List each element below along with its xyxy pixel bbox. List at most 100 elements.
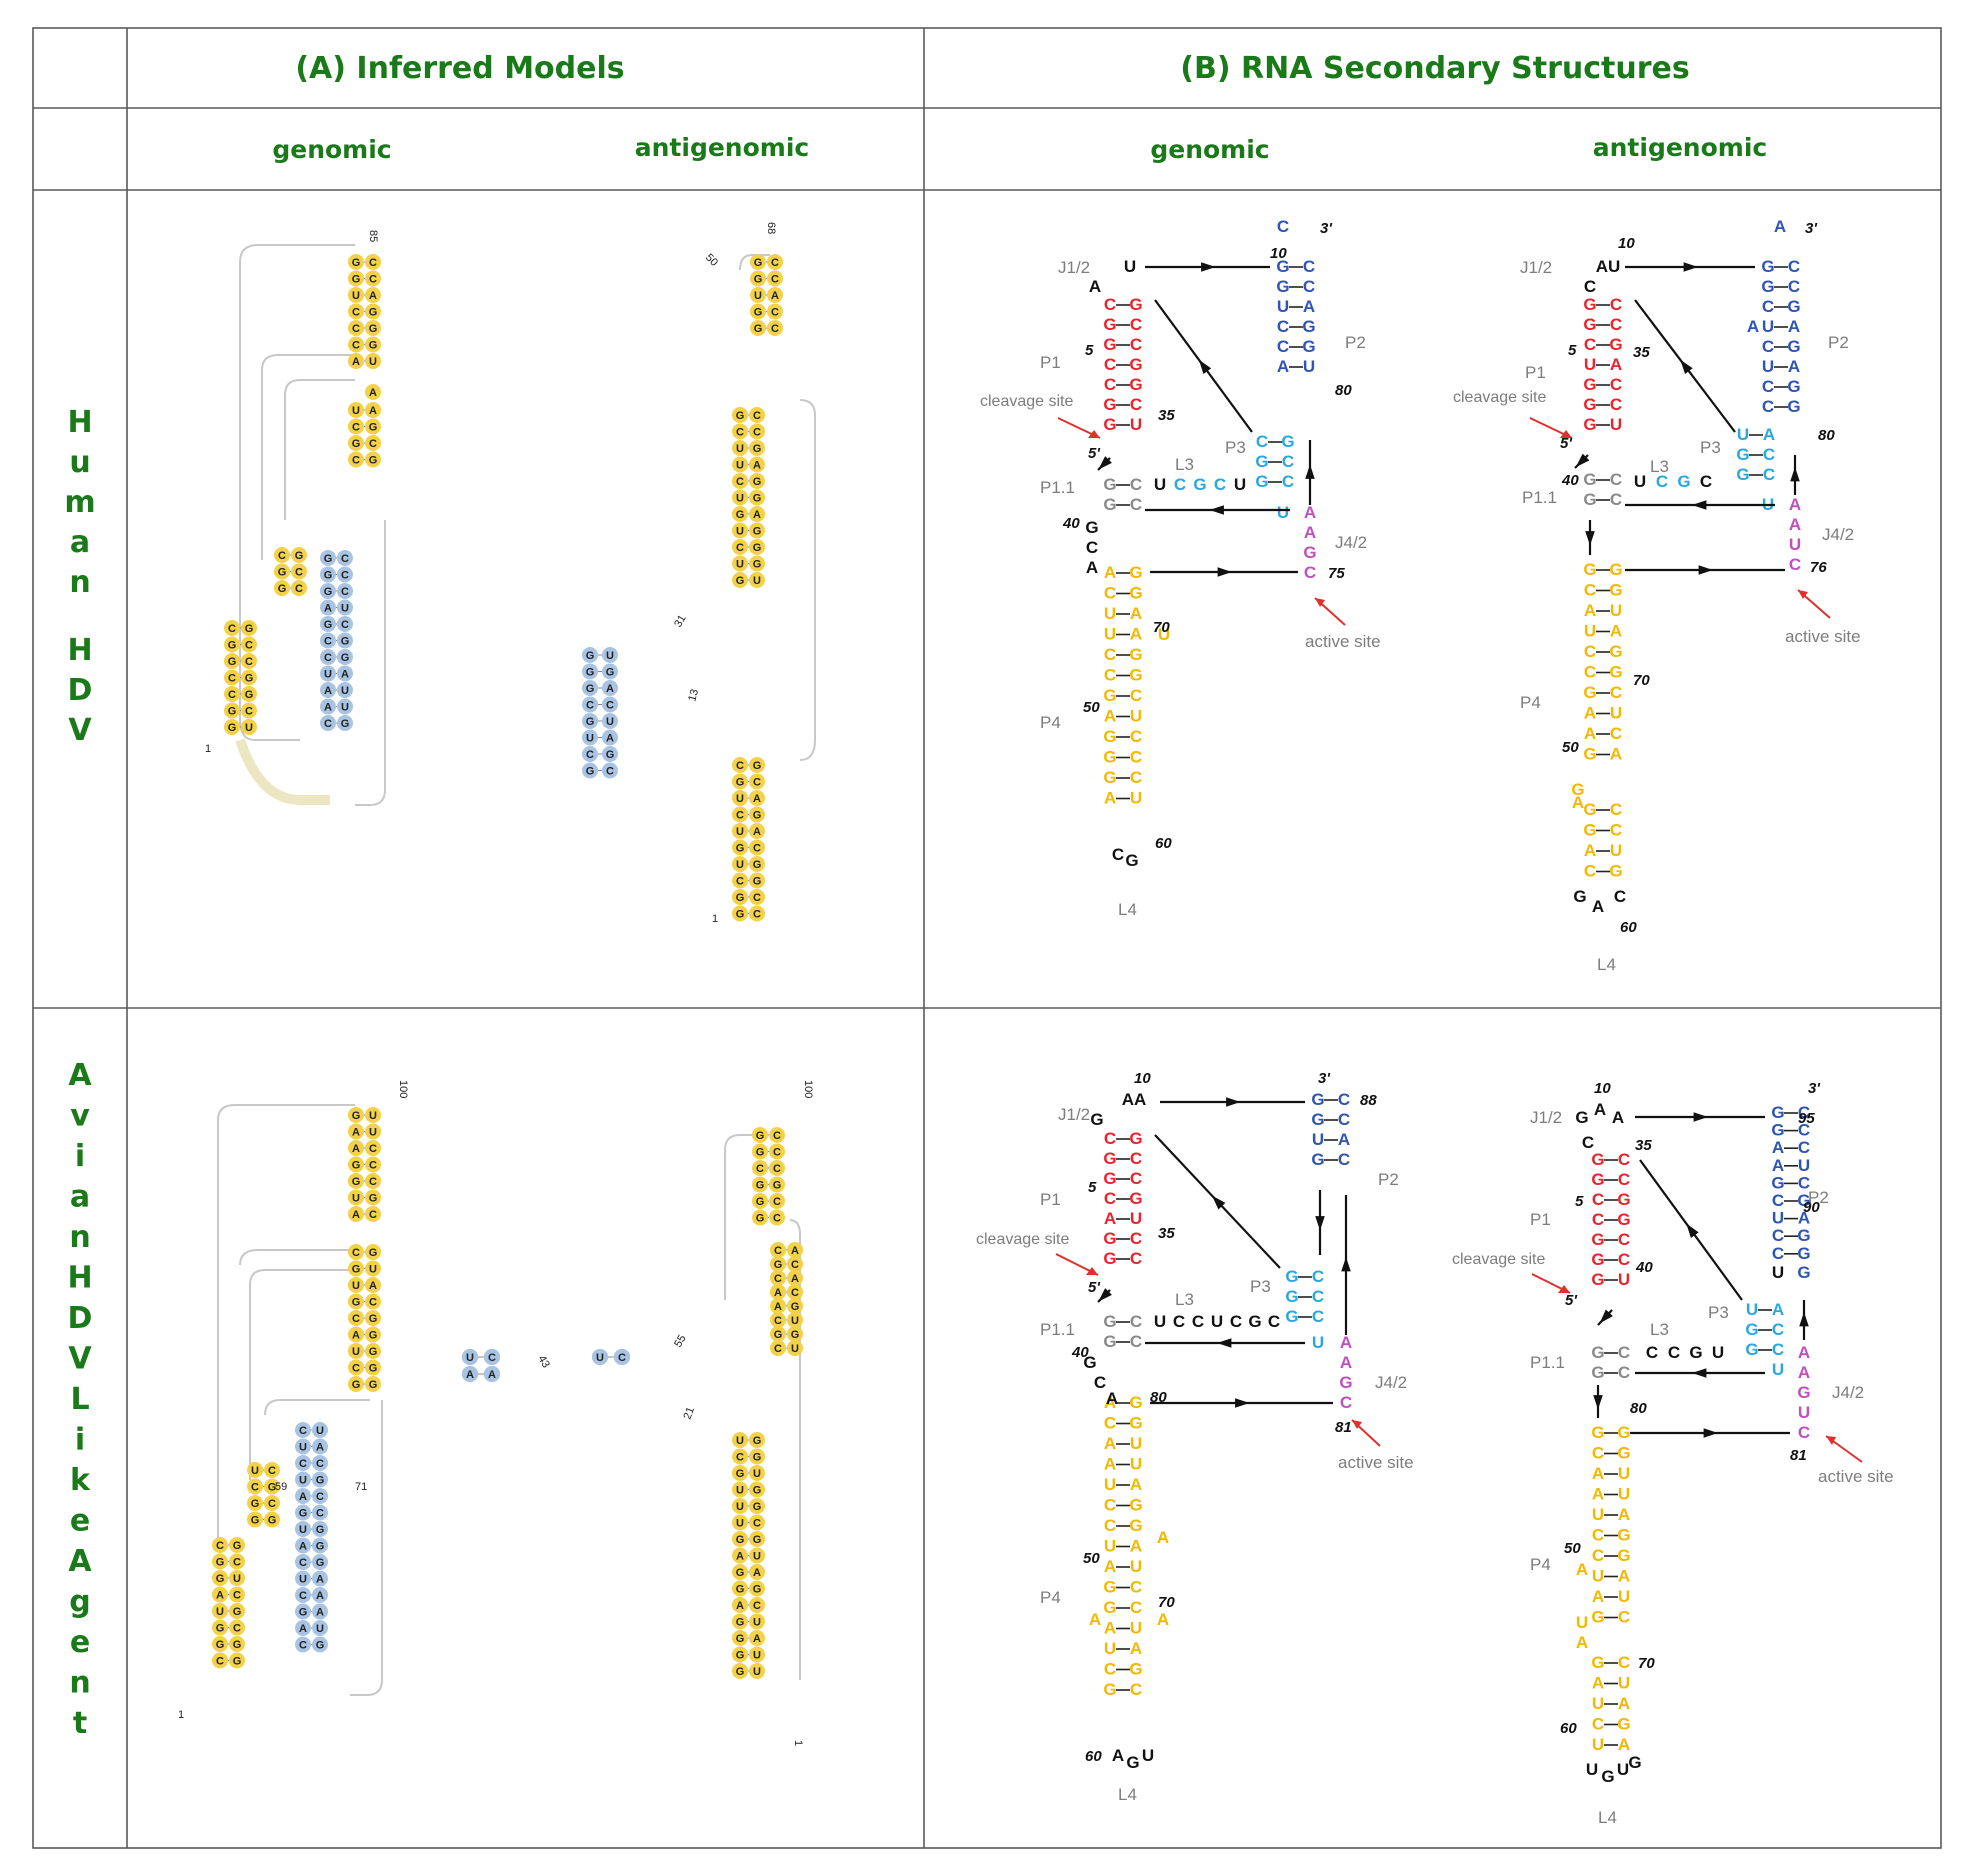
nucleotide-bead — [732, 1630, 748, 1646]
nucleotide-bead — [229, 1570, 245, 1586]
num-60: 60 — [1085, 1748, 1102, 1765]
nucleotide-bead — [295, 1422, 311, 1438]
direction-arrow-icon — [1692, 500, 1707, 510]
label-p3: P3 — [1250, 1277, 1271, 1296]
nucleotide: C — [753, 1518, 761, 1530]
nucleotide: C — [753, 427, 761, 439]
label-cleavage-site: cleavage site — [980, 393, 1073, 410]
nucleotide: G — [233, 1606, 242, 1618]
nucleotide: A — [341, 669, 349, 681]
nucleotide: U — [1746, 1300, 1758, 1319]
nucleotide: C — [1130, 1229, 1142, 1248]
nucleotide: A — [1592, 1587, 1604, 1606]
nucleotide-bead — [462, 1349, 478, 1365]
nucleotide: U — [736, 1501, 744, 1513]
nucleotide: C — [352, 340, 360, 352]
nucleotide-bead — [224, 653, 240, 669]
nucleotide-bead — [320, 616, 336, 632]
nucleotide-bead — [582, 762, 598, 779]
nucleotide: C — [1762, 377, 1774, 396]
nucleotide-bead — [484, 1349, 500, 1365]
nucleotide-bead — [752, 1143, 768, 1160]
nucleotide: A — [369, 405, 377, 417]
nucleotide: G — [352, 274, 361, 286]
nucleotide: G — [1617, 1715, 1630, 1734]
nucleotide: C — [1772, 1244, 1784, 1263]
nucleotide-bead — [749, 1580, 765, 1597]
nucleotide: A — [1277, 357, 1289, 376]
nucleotide: G — [1628, 1753, 1641, 1772]
nucleotide-bead — [749, 773, 765, 790]
model-number: 55 — [672, 1333, 689, 1350]
nucleotide-bead — [295, 1504, 311, 1521]
nucleotide-bead — [787, 1312, 803, 1328]
nucleotide-bead — [462, 1366, 478, 1382]
row-label-letter: a — [70, 525, 90, 560]
nucleotide: A — [1618, 1567, 1630, 1586]
nucleotide: U — [1634, 472, 1646, 491]
model-number: 68 — [765, 222, 777, 234]
nucleotide: C — [753, 909, 761, 921]
nucleotide: G — [736, 909, 745, 921]
nucleotide-bead — [224, 636, 240, 653]
nucleotide: C — [299, 1640, 307, 1652]
nucleotide-bead — [732, 506, 748, 522]
nucleotide: G — [753, 476, 762, 488]
nucleotide: A — [1304, 503, 1316, 522]
nucleotide: G — [1583, 560, 1596, 579]
nucleotide: G — [1617, 1444, 1630, 1463]
nucleotide: G — [1311, 1110, 1324, 1129]
num-80: 80 — [1818, 427, 1835, 444]
nucleotide-bead — [312, 1603, 328, 1620]
nucleotide: AU — [1596, 257, 1621, 276]
nucleotide: C — [773, 1196, 781, 1208]
nucleotide: A — [606, 733, 614, 745]
nucleotide: G — [1129, 645, 1142, 664]
nucleotide: C — [1230, 1312, 1242, 1331]
nucleotide: G — [1583, 745, 1596, 764]
nucleotide: A — [1610, 745, 1622, 764]
num-35: 35 — [1158, 407, 1175, 424]
nucleotide: U — [369, 356, 377, 368]
nucleotide: C — [316, 1491, 324, 1503]
nucleotide: C — [1618, 1653, 1630, 1672]
nucleotide: C — [1789, 555, 1801, 574]
nucleotide: G — [586, 667, 595, 679]
nucleotide-bead — [365, 353, 381, 369]
nucleotide: G — [1787, 377, 1800, 396]
nucleotide-bead — [295, 1455, 311, 1471]
nucleotide: G — [753, 810, 762, 822]
nucleotide: G — [341, 652, 350, 664]
nucleotide-bead — [769, 1193, 785, 1209]
nucleotide: G — [1090, 1110, 1103, 1129]
nucleotide-bead — [732, 423, 748, 440]
nucleotide: G — [1761, 257, 1774, 276]
nucleotide: C — [1592, 1444, 1604, 1463]
nucleotide: G — [369, 1346, 378, 1358]
nucleotide: U — [1142, 1746, 1154, 1765]
nucleotide: G — [1103, 495, 1116, 514]
nucleotide: A — [1104, 789, 1116, 808]
nucleotide-bead — [348, 320, 364, 336]
nucleotide-bead — [320, 583, 336, 599]
nucleotide: U — [466, 1352, 474, 1364]
nucleotide: C — [341, 586, 349, 598]
nucleotide: G — [1129, 1414, 1142, 1433]
nucleotide: A — [1576, 1633, 1588, 1652]
model-number: 50 — [703, 252, 720, 269]
label-cleavage-site: cleavage site — [1452, 1251, 1545, 1268]
direction-arrow-icon — [1217, 1338, 1232, 1348]
direction-arrow-icon — [1212, 1195, 1226, 1210]
nucleotide: G — [324, 553, 333, 565]
nucleotide-bead — [787, 1326, 803, 1342]
nucleotide: U — [1130, 1455, 1142, 1474]
nucleotide: G — [1129, 563, 1142, 582]
nucleotide: U — [1618, 1270, 1630, 1289]
nucleotide: G — [736, 1617, 745, 1629]
nucleotide: C — [1130, 315, 1142, 334]
model-number: 21 — [682, 1405, 697, 1421]
nucleotide: A — [1130, 1475, 1142, 1494]
nucleotide-bead — [348, 1343, 364, 1359]
